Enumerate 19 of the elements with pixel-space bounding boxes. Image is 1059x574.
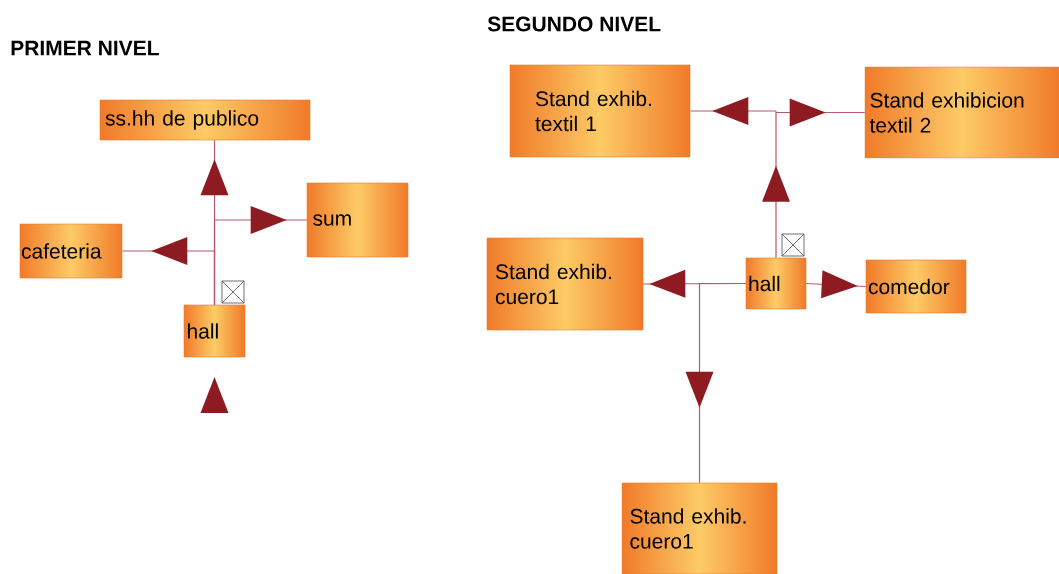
arrow xyxy=(689,97,777,125)
room-box: ss.hh de publico xyxy=(99,99,311,141)
level-heading: SEGUNDO NIVEL xyxy=(487,16,661,32)
arrow xyxy=(775,98,866,127)
arrow xyxy=(200,377,229,413)
room-box: sum xyxy=(306,182,409,258)
arrow xyxy=(762,110,790,259)
arrow xyxy=(805,270,867,299)
level-heading: PRIMER NIVEL xyxy=(11,40,159,56)
room-box: hall xyxy=(745,257,807,310)
room-box: Stand exhib. cuero1 xyxy=(621,482,778,574)
room-box: Stand exhib. cuero1 xyxy=(486,237,644,331)
room-box: comedor xyxy=(865,259,967,314)
arrow xyxy=(685,282,747,484)
room-box: hall xyxy=(183,304,246,358)
arrow xyxy=(121,237,216,306)
room-box: Stand exhib. textil 1 xyxy=(509,64,691,158)
room-box: cafeteria xyxy=(19,223,123,279)
room-box: Stand exhibicion textil 2 xyxy=(864,66,1059,159)
